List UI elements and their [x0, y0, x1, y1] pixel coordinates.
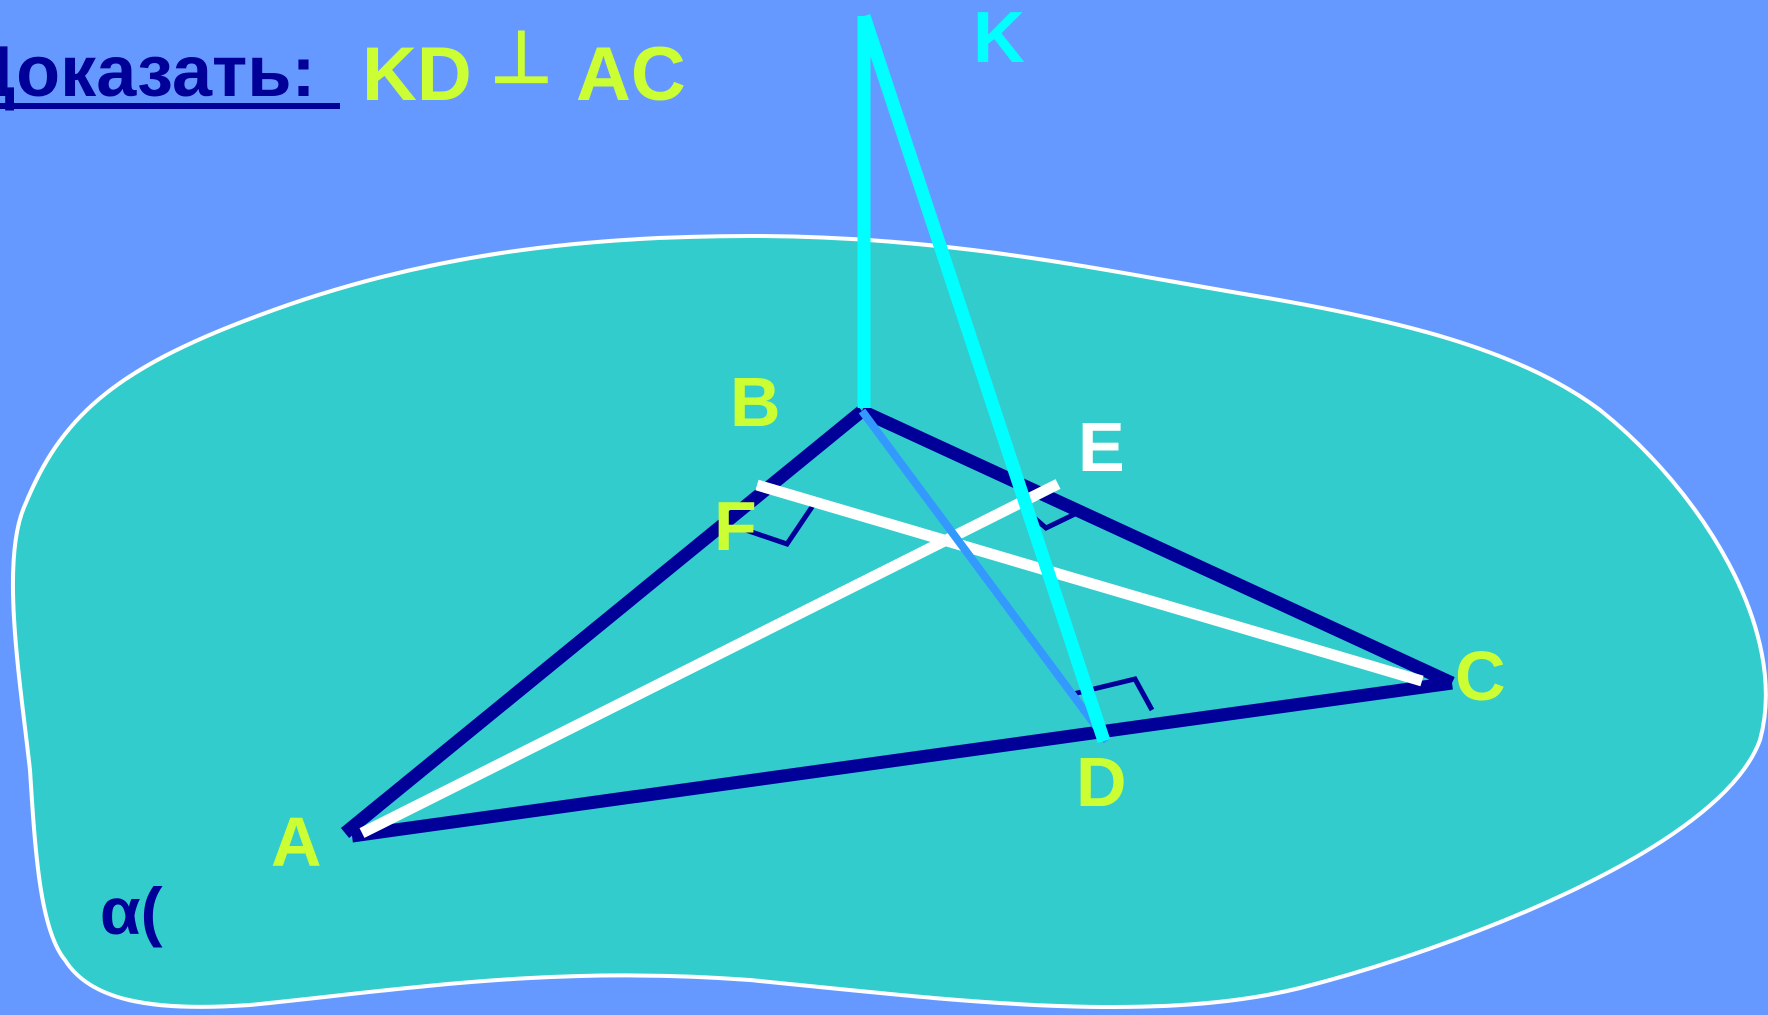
point-label-E: E	[1078, 408, 1125, 486]
point-label-D: D	[1076, 743, 1127, 821]
segment-CF	[755, 479, 1424, 687]
statement-KD: KD	[362, 32, 472, 117]
perpendicular-symbol: ⊥	[490, 18, 553, 98]
right-angle-mark-F	[739, 496, 821, 547]
segment-BC	[859, 405, 1455, 689]
segment-BD	[858, 408, 1111, 744]
segment-AB	[340, 405, 867, 839]
point-label-B: B	[730, 363, 781, 441]
point-label-A: A	[271, 803, 322, 881]
plane-alpha	[10, 233, 1768, 1010]
point-label-F: F	[714, 487, 757, 565]
point-label-K: K	[973, 0, 1025, 78]
right-angle-mark-D	[1072, 676, 1155, 712]
prove-heading: Доказать:	[0, 32, 316, 112]
segment-AC	[351, 676, 1453, 843]
statement-AC: AC	[576, 32, 686, 117]
plane-label-alpha: α(	[100, 874, 163, 948]
point-label-C: C	[1455, 637, 1506, 715]
segment-KD	[857, 13, 1111, 744]
